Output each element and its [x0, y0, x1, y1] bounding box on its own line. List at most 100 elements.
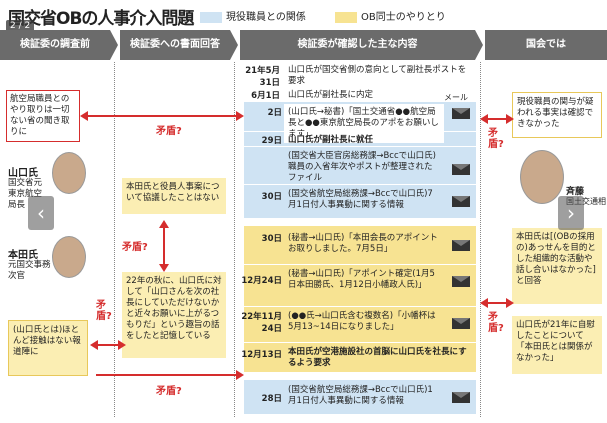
divider	[480, 62, 481, 417]
honda-photo	[52, 236, 86, 278]
arrow-right-icon	[118, 340, 126, 350]
header-diet: 国会では	[485, 30, 607, 60]
saito-name: 斉藤	[566, 187, 585, 197]
yamaguchi-photo	[52, 152, 86, 194]
arrow-right-icon	[236, 111, 244, 121]
mail-icon	[452, 164, 470, 175]
legend-label-blue: 現役職員との関係	[226, 12, 306, 23]
mail-icon	[452, 196, 470, 207]
honda-name: 本田氏	[8, 250, 38, 261]
header-label: 検証委の調査前	[20, 39, 90, 50]
divider	[234, 62, 235, 417]
legend-swatch-yellow	[335, 11, 357, 23]
left-statement-box: 航空局職員とのやり取りは一切ない省の聞き取りに	[6, 90, 80, 142]
contradiction-line	[486, 118, 508, 120]
timeline-entry: (●●氏→山口氏含む複数名)「小幡杯は5月13~14日になりました」	[288, 311, 436, 332]
yamaguchi-role: 国交省元東京航空局長	[8, 178, 43, 210]
header-confirmed-content: 検証委が確認した主な内容	[240, 30, 475, 60]
divider	[244, 184, 476, 185]
mail-icon	[452, 318, 470, 329]
legend-yellow: OB同士のやりとり	[335, 8, 446, 23]
yamaguchi-name: 山口氏	[8, 168, 38, 179]
timeline-entry: (山口氏→秘書)「国土交通省●●航空局長と●●東京航空局長のアポをお願いします」	[284, 104, 444, 143]
divider	[244, 131, 476, 132]
timeline-date: 12月24日	[241, 276, 282, 286]
timeline-date: 22年11月24日	[241, 312, 282, 334]
middle-statement-box: 本田氏と役員人事案について協議したことはない	[122, 178, 226, 214]
chevron-right-icon	[475, 30, 483, 60]
legend-swatch-blue	[200, 11, 222, 23]
header-label: 検証委が確認した主な内容	[297, 39, 418, 50]
contradiction-line	[86, 115, 236, 117]
contradiction-label: 矛盾?	[96, 300, 112, 322]
timeline-entry: (国交省航空局総務課→Bccで山口氏)7月1日付人事異動に関する情報	[288, 189, 433, 210]
timeline-date: 30日	[261, 234, 282, 244]
timeline-date: 12月13日	[241, 350, 282, 360]
divider	[114, 62, 115, 417]
timeline-date: 28日	[261, 394, 282, 404]
header-before-investigation: 検証委の調査前	[0, 30, 110, 60]
timeline-entry: (国交省航空局総務課→Bccで山口氏)1月1日付人事異動に関する情報	[288, 385, 433, 406]
contradiction-label: 矛盾?	[488, 128, 504, 150]
next-slide-button[interactable]: ›	[558, 196, 584, 230]
contradiction-label: 矛盾?	[122, 242, 148, 253]
arrow-right-icon	[506, 298, 514, 308]
contradiction-label: 矛盾?	[156, 386, 182, 397]
timeline-blue-block	[244, 380, 476, 414]
contradiction-line	[96, 374, 236, 376]
mail-icon	[452, 392, 470, 403]
timeline-yellow-block	[244, 226, 476, 372]
legend-label-yellow: OB同士のやりとり	[361, 12, 446, 23]
timeline-entry: 山口氏が副社長に内定	[288, 90, 374, 100]
contradiction-line	[96, 344, 118, 346]
mail-label: メール	[444, 93, 468, 102]
arrow-right-icon	[236, 370, 244, 380]
contradiction-label: 矛盾?	[156, 126, 182, 137]
arrow-up-icon	[159, 220, 169, 228]
arrow-left-icon	[90, 340, 98, 350]
mail-icon	[452, 240, 470, 251]
saito-role: 国土交通相	[566, 197, 606, 206]
legend-blue: 現役職員との関係	[200, 8, 306, 23]
timeline-entry: 山口氏が国交省側の意向として副社長ポストを要求	[288, 65, 467, 86]
timeline-entry: (秘書→山口氏)「アポイント確定(1月5日本田勝氏、1月12日小幡政人氏)」	[288, 269, 435, 290]
divider	[244, 264, 476, 265]
mail-icon	[452, 276, 470, 287]
arrow-left-icon	[480, 114, 488, 124]
prev-slide-button[interactable]: ‹	[28, 196, 54, 230]
middle-statement-box: 22年の秋に、山口氏に対して「山口さんを次の社長にしていただけないかと近々お願い…	[122, 272, 226, 358]
header-label: 国会では	[526, 39, 566, 50]
contradiction-line	[486, 302, 508, 304]
divider	[244, 306, 476, 307]
arrow-left-icon	[480, 298, 488, 308]
timeline-entry: 本田氏が空港施設社の首脳に山口氏を社長にするよう要求	[288, 347, 467, 368]
timeline-date: 6月1日	[251, 91, 280, 101]
chevron-right-icon	[230, 30, 238, 60]
timeline-date: 2日	[267, 108, 282, 118]
spacer	[244, 44, 480, 45]
header-label: 検証委への書面回答	[130, 39, 220, 50]
timeline-date: 30日	[261, 192, 282, 202]
contradiction-line	[163, 226, 165, 266]
arrow-down-icon	[159, 264, 169, 272]
chevron-right-icon	[110, 30, 118, 60]
header-written-answer: 検証委への書面回答	[120, 30, 230, 60]
divider	[244, 146, 476, 147]
right-statement-box: 山口氏が21年に自慰したことについて「本田氏とは関係がなかった」	[512, 316, 602, 374]
timeline-entry: (秘書→山口氏)「本田会長のアポイントお取りしました。7月5日」	[288, 233, 438, 254]
saito-photo	[520, 150, 564, 204]
timeline-entry: (国交省大臣官房総務課→Bccで山口氏)職員の入省年次やポストが整理されたファイ…	[288, 151, 436, 183]
right-statement-box: 現役職員の関与が疑われる事実は確認できなかった	[512, 92, 602, 138]
slide-counter: 2 / 2	[6, 20, 35, 32]
timeline-date: 29日	[261, 136, 282, 146]
page-title: 国交省OBの人事介入問題	[8, 9, 194, 29]
right-statement-box: 本田氏は[(OBの採用の)あっせんを目的とした組織的な活動や話し合いはなかった]…	[512, 228, 602, 304]
arrow-left-icon	[80, 111, 88, 121]
timeline-date: 21年5月31日	[245, 66, 280, 88]
timeline-entry: 山口氏が副社長に就任	[288, 135, 374, 145]
mail-icon	[452, 108, 470, 119]
arrow-right-icon	[506, 114, 514, 124]
honda-role: 元国交事務次官	[8, 260, 51, 281]
left-statement-box: (山口氏とは)ほとんど接触はない報道陣に	[8, 320, 88, 376]
contradiction-label: 矛盾?	[488, 312, 504, 334]
